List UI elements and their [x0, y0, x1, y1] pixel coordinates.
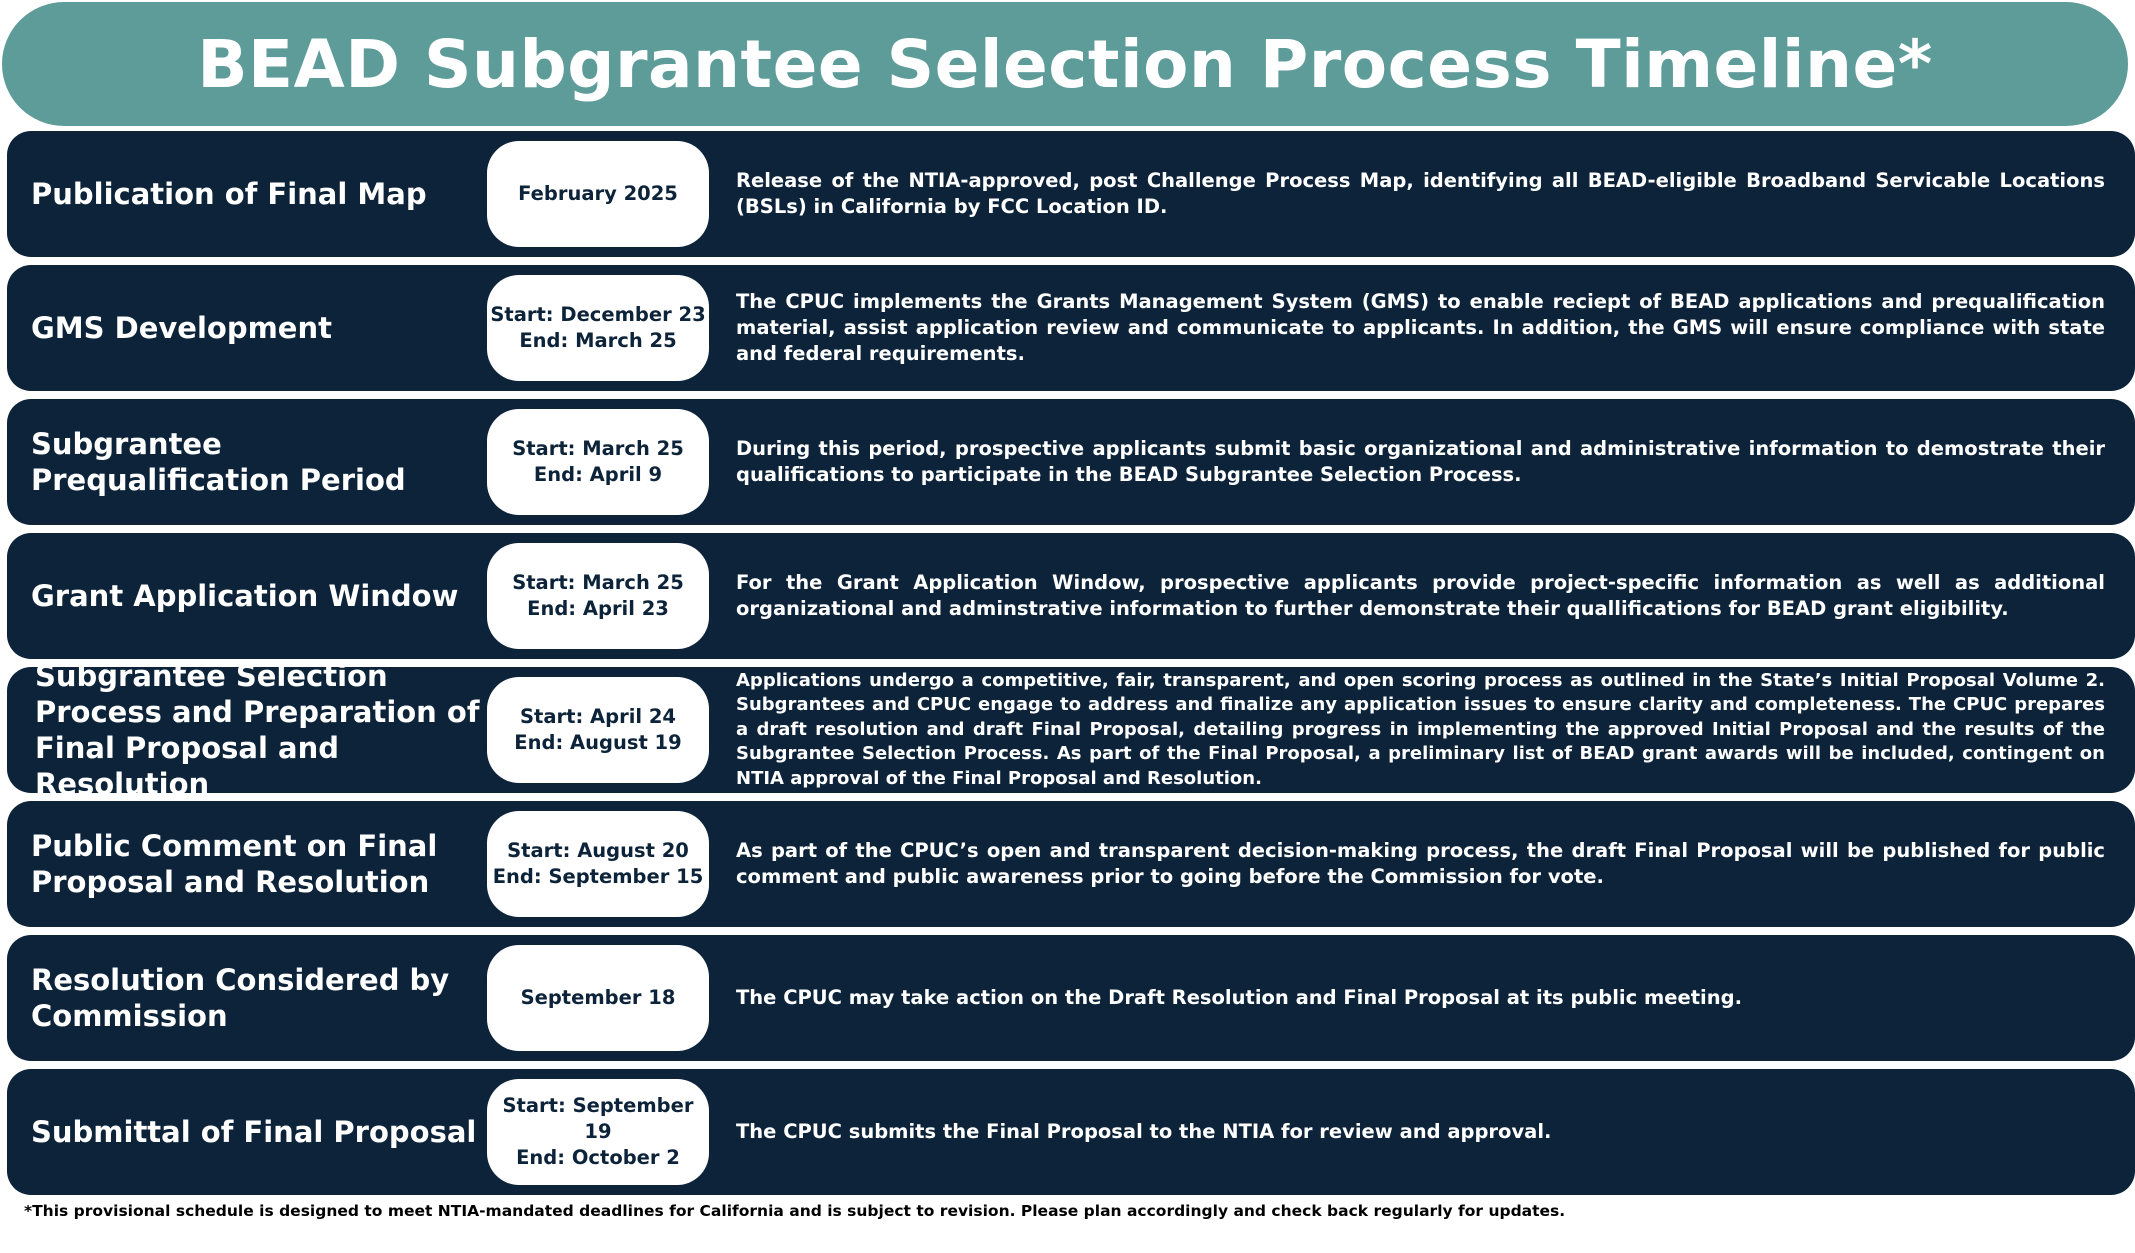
phase-description: Applications undergo a competitive, fair…	[736, 667, 2105, 793]
timeline-row: Subgrantee Selection Process and Prepara…	[7, 659, 2135, 801]
title-banner: BEAD Subgrantee Selection Process Timeli…	[2, 2, 2128, 126]
date-pill: Start: March 25 End: April 23	[487, 543, 709, 649]
phase-description-text: For the Grant Application Window, prospe…	[736, 571, 2105, 620]
date-pill: September 18	[487, 945, 709, 1051]
date-line: End: March 25	[519, 329, 677, 352]
phase-name: Submittal of Final Proposal	[31, 1115, 477, 1149]
phase-name: GMS Development	[31, 311, 332, 345]
phase-name: Publication of Final Map	[31, 177, 427, 211]
page-title: BEAD Subgrantee Selection Process Timeli…	[197, 25, 1933, 103]
date-line: Start: April 24	[519, 705, 676, 728]
phase-description-text: The CPUC may take action on the Draft Re…	[736, 986, 1742, 1009]
phase-name: Subgrantee Selection Process and Prepara…	[35, 659, 480, 801]
date-line: Start: March 25	[512, 437, 684, 460]
phase-description-text: During this period, prospective applican…	[736, 437, 2105, 486]
phase-description: Release of the NTIA-approved, post Chall…	[736, 131, 2105, 257]
phase-name: Grant Application Window	[31, 579, 459, 613]
date-line: End: April 9	[533, 463, 663, 486]
phase-description: For the Grant Application Window, prospe…	[736, 533, 2105, 659]
timeline-row: Public Comment on Final Proposal and Res…	[7, 801, 2135, 927]
timeline-row: Submittal of Final Proposal Start: Septe…	[7, 1069, 2135, 1195]
phase-name: Subgrantee Prequalification Period	[31, 427, 406, 497]
date-line: Start: December 23	[490, 303, 706, 326]
phase-description-text: Release of the NTIA-approved, post Chall…	[736, 169, 2105, 218]
phase-description: The CPUC may take action on the Draft Re…	[736, 935, 2105, 1061]
date-line: Start: March 25	[512, 571, 684, 594]
timeline-row: Resolution Considered by Commission Sept…	[7, 935, 2135, 1061]
date-line: Start: August 20	[507, 839, 689, 862]
timeline-row: Publication of Final Map February 2025 R…	[7, 131, 2135, 257]
phase-description-text: Applications undergo a competitive, fair…	[736, 669, 2105, 789]
date-line: Start: September 19	[502, 1094, 694, 1143]
phase-description-text: As part of the CPUC’s open and transpare…	[736, 839, 2105, 888]
timeline-row: Subgrantee Prequalification Period Start…	[7, 399, 2135, 525]
date-pill: Start: August 20 End: September 15	[487, 811, 709, 917]
date-line: End: October 2	[516, 1146, 680, 1169]
phase-description-text: The CPUC submits the Final Proposal to t…	[736, 1120, 1552, 1143]
date-pill: February 2025	[487, 141, 709, 247]
phase-description: The CPUC implements the Grants Managemen…	[736, 265, 2105, 391]
phase-description-text: The CPUC implements the Grants Managemen…	[736, 290, 2105, 365]
timeline-row: Grant Application Window Start: March 25…	[7, 533, 2135, 659]
phase-description: The CPUC submits the Final Proposal to t…	[736, 1069, 2105, 1195]
phase-name: Public Comment on Final Proposal and Res…	[31, 829, 438, 899]
date-pill: Start: September 19 End: October 2	[487, 1079, 709, 1185]
phase-name: Resolution Considered by Commission	[31, 963, 450, 1033]
phase-description: As part of the CPUC’s open and transpare…	[736, 801, 2105, 927]
footnote: *This provisional schedule is designed t…	[24, 1202, 1566, 1220]
date-pill: Start: April 24 End: August 19	[487, 677, 709, 783]
date-line: End: September 15	[492, 865, 704, 888]
date-line: September 18	[520, 986, 676, 1009]
date-line: February 2025	[518, 182, 678, 205]
date-line: End: April 23	[527, 597, 669, 620]
date-pill: Start: March 25 End: April 9	[487, 409, 709, 515]
date-pill: Start: December 23 End: March 25	[487, 275, 709, 381]
timeline-row: GMS Development Start: December 23 End: …	[7, 265, 2135, 391]
date-line: End: August 19	[514, 731, 682, 754]
phase-description: During this period, prospective applican…	[736, 399, 2105, 525]
